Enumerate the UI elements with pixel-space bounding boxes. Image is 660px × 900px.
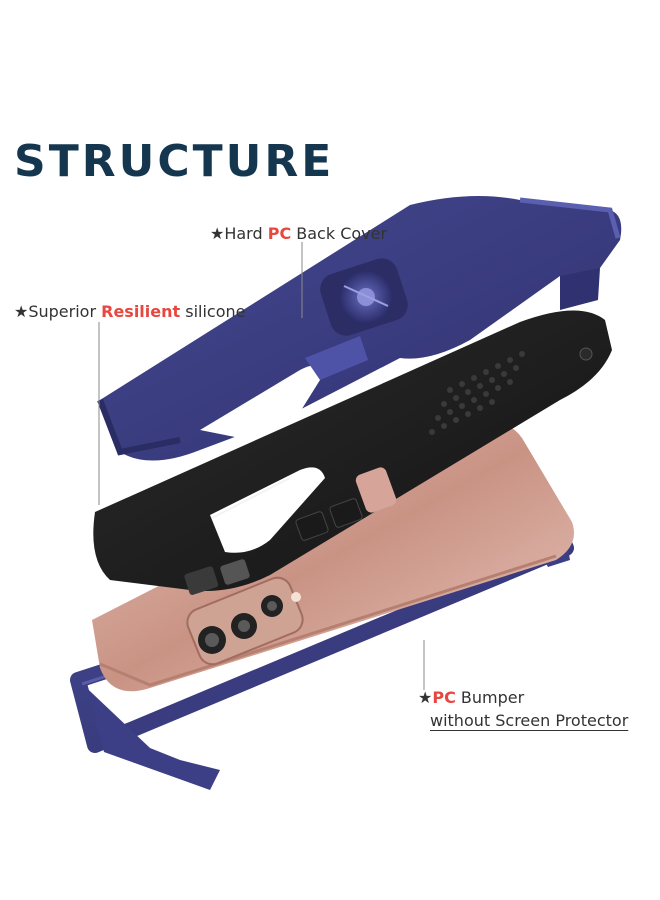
star-icon: ★ bbox=[210, 224, 225, 243]
label-text: Hard bbox=[224, 224, 268, 243]
ring-holder bbox=[320, 258, 408, 336]
star-icon: ★ bbox=[14, 302, 29, 321]
hard-pc-back-cover bbox=[97, 196, 622, 461]
page-title: STRUCTURE bbox=[14, 136, 335, 187]
label-superior-resilient-silicone: ★Superior Resilient silicone bbox=[14, 304, 246, 320]
star-icon: ★ bbox=[418, 688, 433, 707]
label-hard-pc-back-cover: ★Hard PC Back Cover bbox=[210, 226, 387, 242]
silicone-inner-layer bbox=[93, 310, 612, 595]
label-text: Back Cover bbox=[291, 224, 388, 243]
label-accent: Resilient bbox=[101, 302, 181, 321]
label-pc-bumper: ★PC Bumper bbox=[418, 690, 524, 706]
label-text: Bumper bbox=[455, 688, 525, 707]
label-accent: PC bbox=[267, 224, 292, 243]
label-accent: PC bbox=[432, 688, 456, 707]
phone-body bbox=[92, 422, 574, 692]
label-text: Superior bbox=[28, 302, 102, 321]
label-text: silicone bbox=[180, 302, 246, 321]
label-without-screen-protector: without Screen Protector bbox=[430, 711, 629, 730]
